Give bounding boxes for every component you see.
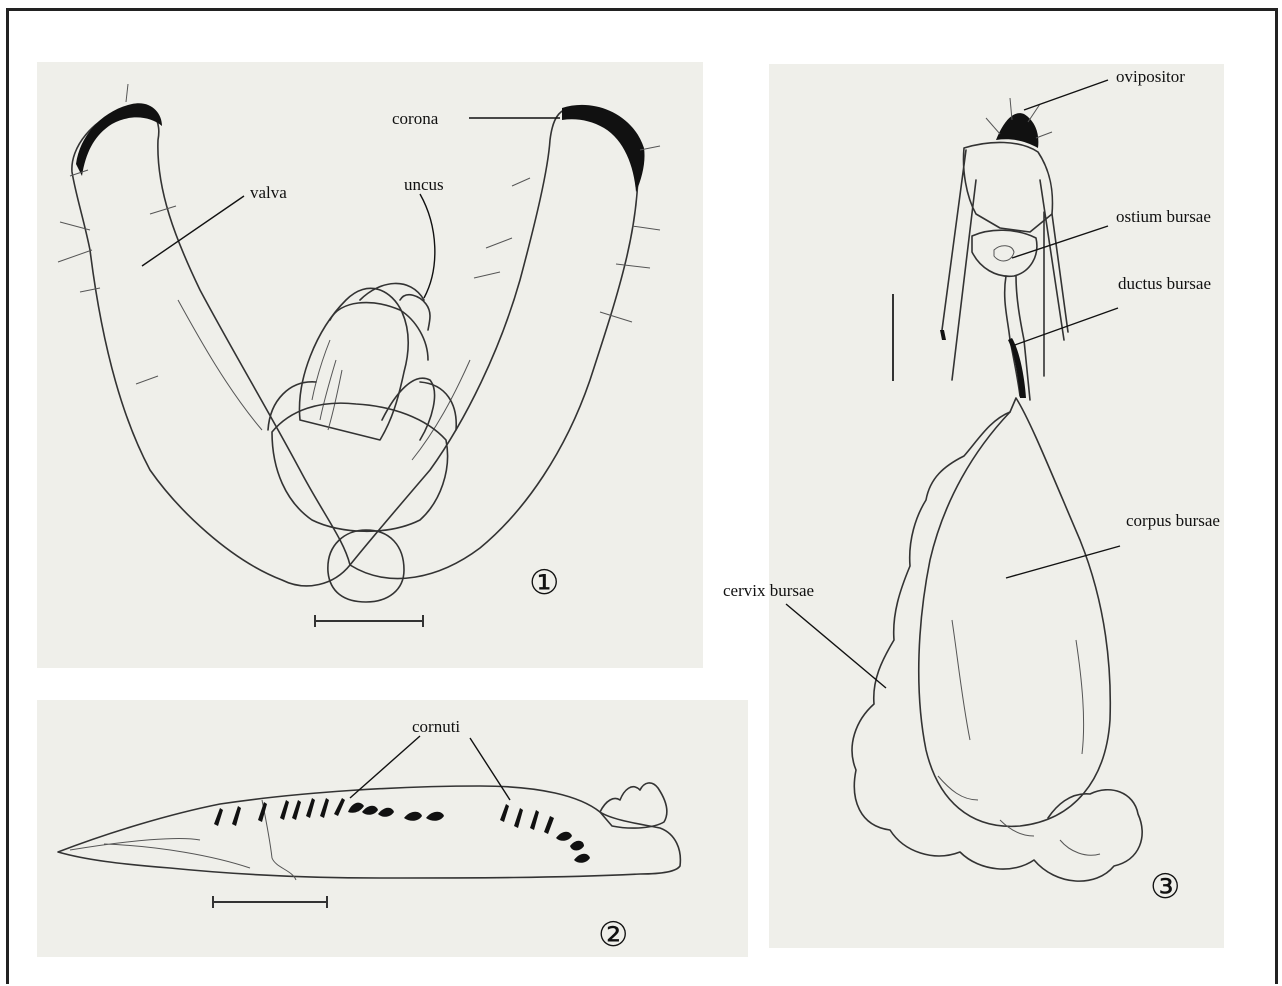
label-valva: valva <box>250 183 287 202</box>
saccus <box>328 530 404 602</box>
label-ovipositor: ovipositor <box>1116 67 1185 86</box>
uncus <box>299 288 408 440</box>
leader-corpus-bursae <box>1006 546 1120 578</box>
label-cervix-bursae: cervix bursae <box>723 581 814 600</box>
left-valva <box>72 107 350 586</box>
label-corona: corona <box>392 109 439 128</box>
right-valva <box>350 108 638 578</box>
leader-uncus <box>420 194 435 298</box>
label-corpus-bursae: corpus bursae <box>1126 511 1220 530</box>
female-genitalia-drawing: ovipositor ostium bursae ductus bursae c… <box>723 67 1220 907</box>
figure-number-1: ① <box>529 563 559 603</box>
right-corona-bristles <box>562 105 645 192</box>
figure-number-3: ③ <box>1150 867 1180 907</box>
aedeagus-outline <box>58 786 680 878</box>
aedeagus-drawing: cornuti ② <box>58 717 680 955</box>
valva-bristles <box>58 84 660 384</box>
left-corona-bristles <box>76 103 162 176</box>
leader-cornuti-right <box>470 738 510 800</box>
leader-ovipositor <box>1024 80 1108 110</box>
ductus-bursae <box>1005 276 1030 400</box>
label-ostium-bursae: ostium bursae <box>1116 207 1211 226</box>
ovipositor-lobes <box>964 142 1053 232</box>
apophyses <box>942 150 1068 380</box>
male-genitalia-drawing: corona valva uncus ① <box>58 84 660 627</box>
corpus-bursae <box>919 398 1111 826</box>
label-uncus: uncus <box>404 175 444 194</box>
ventral-process <box>600 783 667 828</box>
label-cornuti: cornuti <box>412 717 460 736</box>
leader-cervix-bursae <box>786 604 886 688</box>
cornuti-spines <box>214 798 590 863</box>
label-ductus-bursae: ductus bursae <box>1118 274 1211 293</box>
leader-valva <box>142 196 244 266</box>
figure-number-2: ② <box>598 915 628 955</box>
cervix-bursae <box>852 412 1142 881</box>
